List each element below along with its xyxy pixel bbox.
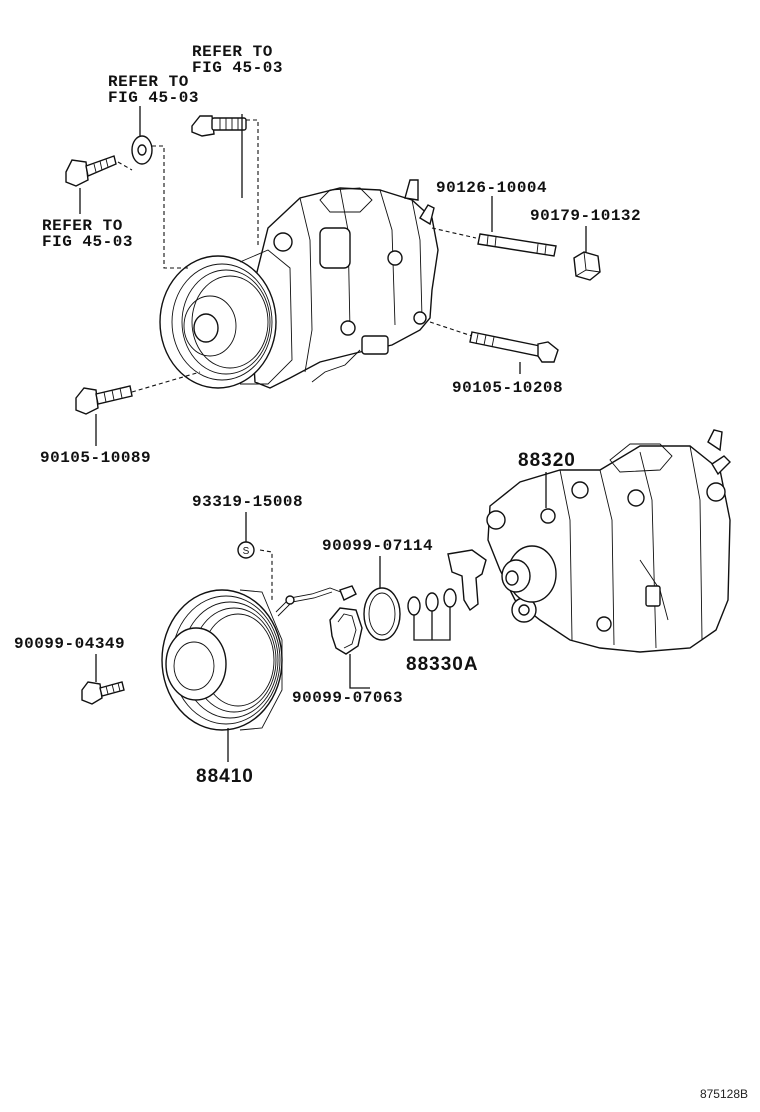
clutch-lead-wire-illustration bbox=[275, 585, 357, 617]
part-number-bracket[interactable]: 90099-07114 bbox=[322, 537, 433, 555]
refer-washer-illustration bbox=[131, 135, 153, 165]
refer-label-top-line2: FIG 45-03 bbox=[192, 59, 283, 77]
refer-bolt-left-illustration bbox=[65, 155, 117, 187]
part-number-bolt-right[interactable]: 90105-10208 bbox=[452, 379, 563, 397]
refer-label-top-line1: REFER TO bbox=[192, 43, 273, 61]
snap-ring-illustration bbox=[363, 587, 401, 641]
bolt-left-illustration bbox=[75, 385, 133, 415]
part-number-nut[interactable]: 90179-10132 bbox=[530, 207, 641, 225]
part-number-compressor[interactable]: 88320 bbox=[518, 450, 576, 471]
nut-illustration bbox=[573, 251, 601, 281]
thin-snap-ring-illustration bbox=[329, 607, 363, 655]
clutch-bolt-illustration bbox=[81, 681, 125, 705]
compressor-assembly-illustration bbox=[159, 179, 439, 389]
refer-label-middle-line2: FIG 45-03 bbox=[108, 89, 199, 107]
o-rings-illustration bbox=[407, 588, 457, 616]
part-number-screw-s[interactable]: 93319-15008 bbox=[192, 493, 303, 511]
part-number-o-ring-kit[interactable]: 88330A bbox=[406, 654, 479, 675]
screw-marker-letter: S bbox=[243, 546, 250, 557]
part-number-magnet-clutch[interactable]: 88410 bbox=[196, 766, 254, 787]
refer-bolt-top-illustration bbox=[191, 115, 247, 137]
part-number-snap-ring[interactable]: 90099-07063 bbox=[292, 689, 403, 707]
part-number-bolt-clutch[interactable]: 90099-04349 bbox=[14, 635, 125, 653]
part-number-stud-bolt[interactable]: 90126-10004 bbox=[436, 179, 547, 197]
stud-bolt-illustration bbox=[477, 233, 557, 257]
refer-label-middle-line1: REFER TO bbox=[108, 73, 189, 91]
part-number-bolt-left[interactable]: 90105-10089 bbox=[40, 449, 151, 467]
bolt-right-illustration bbox=[469, 331, 559, 363]
refer-label-left-line1: REFER TO bbox=[42, 217, 123, 235]
compressor-88320-illustration bbox=[486, 429, 731, 653]
bracket-illustration bbox=[447, 549, 487, 612]
magnet-clutch-illustration bbox=[161, 589, 283, 731]
refer-label-left-line2: FIG 45-03 bbox=[42, 233, 133, 251]
illustration-code: 875128B bbox=[700, 1087, 748, 1101]
